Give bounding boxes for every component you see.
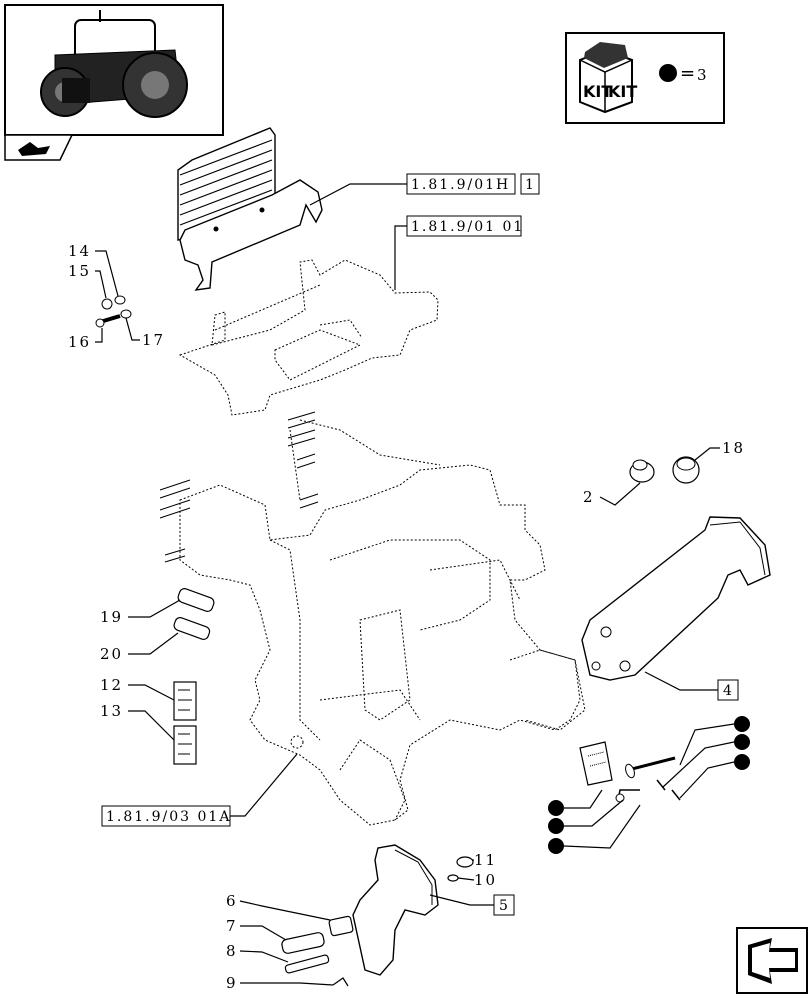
kit-bullet-icon xyxy=(734,716,750,732)
ref-number: 5 xyxy=(499,898,510,914)
next-page-button[interactable] xyxy=(736,927,808,994)
mounting-plate xyxy=(178,259,439,416)
callout-20: 20 xyxy=(100,645,123,663)
callout-12: 12 xyxy=(100,676,123,694)
callout-8: 8 xyxy=(226,942,238,960)
cooler-part xyxy=(177,127,323,291)
kit-box-icon: KIT KIT xyxy=(579,42,637,114)
hitch-frame xyxy=(159,411,586,826)
kit-equals: = xyxy=(680,63,695,84)
reference-2[interactable]: 1.81.9/01 01 xyxy=(394,215,524,290)
callout-7: 7 xyxy=(226,917,238,935)
callout-15: 15 xyxy=(68,262,91,280)
decal-parts xyxy=(173,681,197,765)
callout-14: 14 xyxy=(68,242,91,260)
hook-part-5 xyxy=(352,844,439,976)
tow-bar-part-4 xyxy=(581,516,771,681)
callout-18: 18 xyxy=(722,439,745,457)
fastener-parts xyxy=(95,295,132,328)
callouts: 14 15 16 17 18 2 19 20 12 13 11 10 6 7 8… xyxy=(68,242,745,992)
callout-10: 10 xyxy=(474,871,497,889)
bush-part-2 xyxy=(629,459,655,483)
tractor-icon xyxy=(40,10,188,118)
callout-17: 17 xyxy=(142,331,165,349)
plug-parts xyxy=(173,588,215,640)
kit-bullet-icon xyxy=(659,64,677,82)
kit-count: 3 xyxy=(697,66,709,84)
callout-13: 13 xyxy=(100,702,123,720)
kit-bullet-icon xyxy=(548,800,564,816)
kit-bullet-icon xyxy=(734,734,750,750)
callout-9: 9 xyxy=(226,974,238,992)
kit-bullet-icon xyxy=(734,754,750,770)
ref-label: 1.81.9/03 01A xyxy=(106,809,231,825)
tractor-thumbnail[interactable] xyxy=(4,4,224,136)
ref-label: 1.81.9/01H xyxy=(411,177,510,193)
washer-parts xyxy=(447,856,474,882)
callout-6: 6 xyxy=(226,892,238,910)
reference-5[interactable]: 5 xyxy=(429,894,515,916)
kit-bullets xyxy=(548,716,750,854)
ref-number: 4 xyxy=(723,683,734,699)
ref-number: 1 xyxy=(525,177,536,193)
reference-1[interactable]: 1.81.9/01H 1 xyxy=(309,173,540,206)
ref-label: 1.81.9/01 01 xyxy=(411,219,524,235)
kit-label-1: KIT xyxy=(583,82,612,101)
kit-label-2: KIT xyxy=(608,82,637,101)
kit-bullet-icon xyxy=(548,818,564,834)
kit-legend: KIT KIT = 3 xyxy=(565,32,725,124)
callout-11: 11 xyxy=(474,851,497,869)
kit-components xyxy=(579,741,681,803)
callout-16: 16 xyxy=(68,333,91,351)
callout-19: 19 xyxy=(100,608,123,626)
reference-4[interactable]: 4 xyxy=(644,671,739,701)
kit-bullet-icon xyxy=(548,838,564,854)
bush-part-18 xyxy=(672,456,700,484)
pin-parts xyxy=(281,915,354,987)
callout-2: 2 xyxy=(583,488,595,506)
reference-3[interactable]: 1.81.9/03 01A xyxy=(101,753,298,827)
arrow-tab[interactable] xyxy=(4,134,74,161)
nav-icon xyxy=(18,142,50,156)
